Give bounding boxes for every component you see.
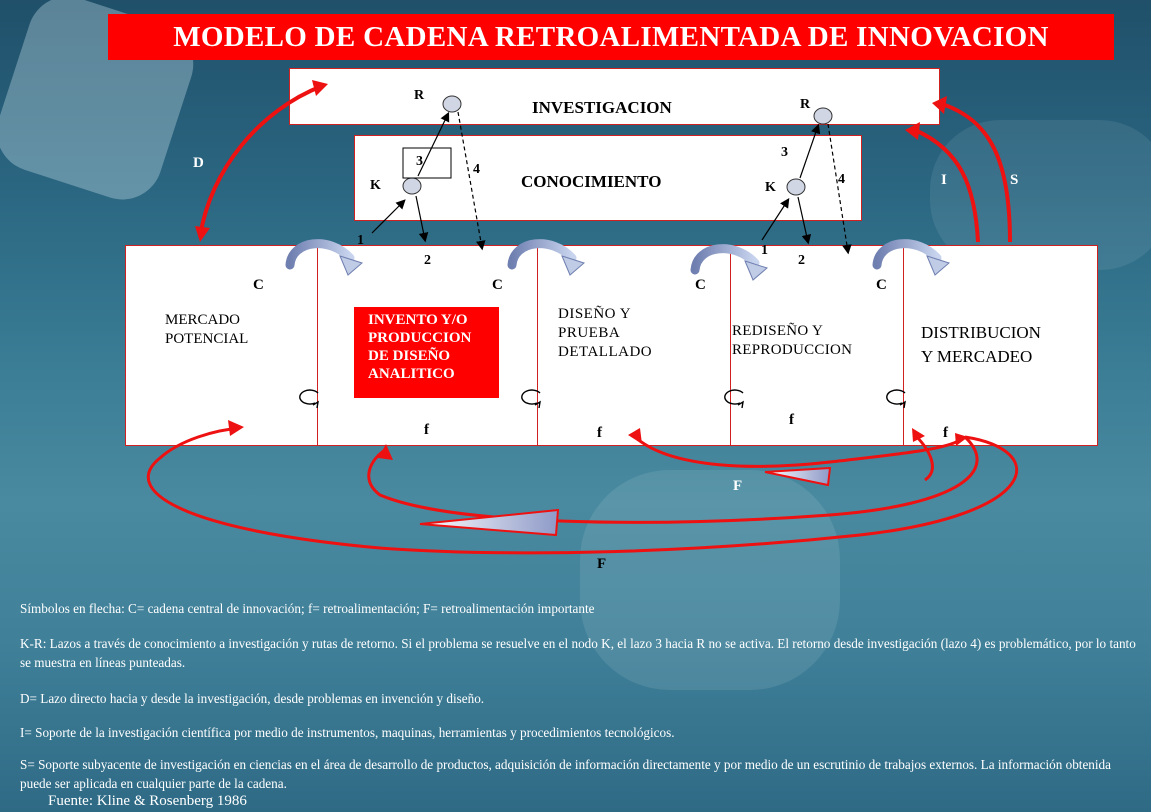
node-r-left — [442, 95, 462, 113]
note-s: S= Soporte subyacente de investigación e… — [20, 757, 1112, 791]
label-3-left: 3 — [416, 154, 423, 169]
stage-invention: INVENTO Y/O PRODUCCION DE DISEÑO ANALITI… — [354, 307, 499, 398]
label-f: f — [597, 425, 602, 441]
knowledge-box — [354, 135, 862, 221]
label-2-left: 2 — [424, 253, 431, 268]
label-r-right: R — [800, 97, 811, 112]
stage-divider — [730, 245, 731, 445]
stage-redesign: REDISEÑO Y REPRODUCCION — [732, 323, 853, 358]
loop3-box — [402, 147, 452, 179]
s-arrow — [941, 102, 1012, 243]
chain-arrow-1 — [285, 239, 364, 276]
stage-divider — [903, 245, 904, 445]
source-citation: Fuente: Kline & Rosenberg 1986 — [48, 793, 247, 809]
arrow-2-right — [797, 196, 812, 245]
label-c: C — [492, 277, 503, 293]
chain-box — [125, 245, 1098, 446]
label-2-right: 2 — [798, 253, 805, 268]
chain-arrow-2 — [507, 239, 586, 276]
label-4-left: 4 — [473, 162, 480, 177]
label-k-right: K — [765, 180, 776, 195]
slide-title: MODELO DE CADENA RETROALIMENTADA DE INNO… — [108, 14, 1114, 60]
stage-design: DISEÑO Y PRUEBA DETALLADO — [558, 306, 653, 360]
note-symbols: Símbolos en flecha: C= cadena central de… — [20, 601, 595, 616]
knowledge-label: CONOCIMIENTO — [521, 172, 662, 191]
i-arrow — [914, 128, 980, 243]
node-k-left — [402, 177, 422, 195]
arrow-1-right — [761, 197, 790, 241]
chain-arrow-4 — [872, 239, 951, 276]
label-i: I — [941, 172, 947, 188]
big-feedback-f-outer — [146, 426, 1019, 555]
note-i: I= Soporte de la investigación científic… — [20, 725, 675, 740]
node-r-right — [813, 107, 833, 125]
label-big-f: F — [597, 556, 607, 572]
arrow-3-left — [417, 111, 450, 177]
label-1-right: 1 — [761, 243, 768, 258]
feedback-gauge-large — [419, 508, 560, 537]
label-k-left: K — [370, 178, 381, 193]
chain-arrow-3 — [690, 244, 769, 281]
big-feedback-f-inner — [367, 435, 979, 524]
feedback-gauge-small — [764, 466, 832, 487]
label-c: C — [876, 277, 887, 293]
stage-distribution: DISTRIBUCION Y MERCADEO — [921, 323, 1041, 366]
arrow-1-left — [371, 199, 406, 234]
label-d: D — [193, 155, 204, 171]
d-arrow — [198, 84, 323, 238]
label-c: C — [695, 277, 706, 293]
label-c: C — [253, 277, 264, 293]
arrow-2-left — [415, 195, 429, 243]
label-f: f — [789, 412, 794, 428]
research-label: INVESTIGACION — [532, 98, 672, 117]
arrow-3-right — [799, 123, 821, 179]
stage-divider — [537, 245, 538, 445]
label-s: S — [1010, 172, 1019, 188]
arrow-4-left — [457, 111, 486, 251]
label-f: f — [424, 422, 429, 438]
label-r-left: R — [414, 88, 425, 103]
label-3-right: 3 — [781, 145, 788, 160]
puzzle-shape — [580, 470, 840, 690]
node-k-right — [786, 178, 806, 196]
stage-market: MERCADO POTENCIAL — [165, 312, 249, 347]
note-d: D= Lazo directo hacia y desde la investi… — [20, 691, 485, 706]
arrow-4-right — [827, 123, 852, 255]
label-big-f: F — [733, 478, 743, 494]
f-loops — [299, 389, 906, 409]
label-f: f — [943, 425, 948, 441]
label-4-right: 4 — [838, 172, 845, 187]
feedback-f-small — [632, 434, 961, 468]
stage-divider — [317, 245, 318, 445]
note-kr: K-R: Lazos a través de conocimiento a in… — [20, 636, 1136, 670]
label-1-left: 1 — [357, 233, 364, 248]
